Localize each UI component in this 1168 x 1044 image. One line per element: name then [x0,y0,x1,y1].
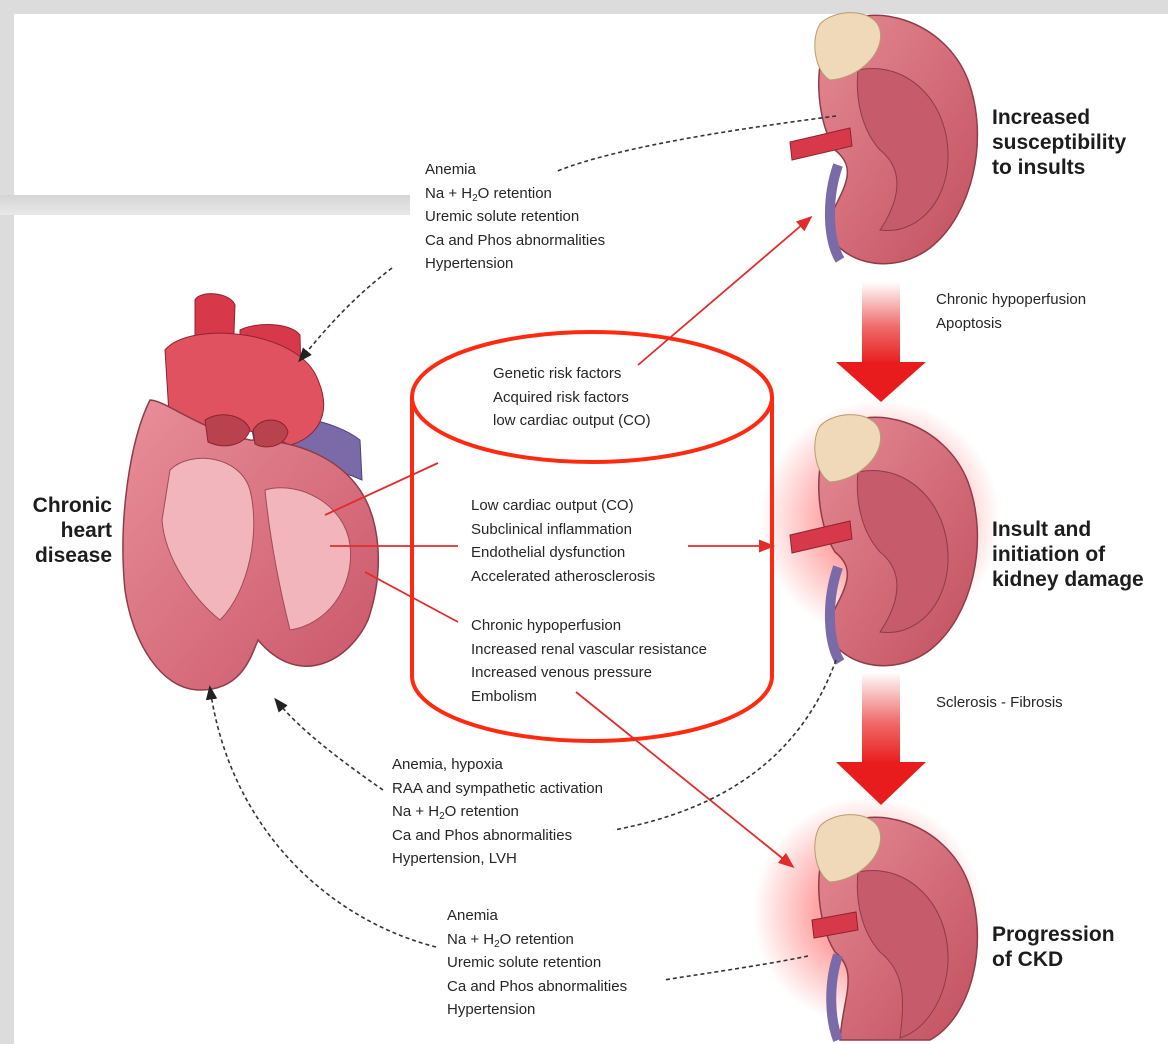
factor-list-cylinder-middle: Low cardiac output (CO) Subclinical infl… [471,494,655,588]
arrow-to-kidney-bottom [576,692,792,866]
heart-label: Chronic heart disease [8,493,112,568]
kidney-top-label: Increased susceptibility to insults [992,105,1126,180]
factor-item: Hypertension [425,252,605,276]
factor-item: Ca and Phos abnormalities [392,824,603,848]
heart-label-line: heart [8,518,112,543]
factor-item: Accelerated atherosclerosis [471,565,655,589]
kidney-middle-label-line: Insult and [992,517,1144,542]
caption-line: Chronic hypoperfusion [936,288,1086,312]
factor-item: Na + H2O retention [425,182,605,206]
down-arrow-bottom [836,672,926,805]
factor-item: Ca and Phos abnormalities [447,975,627,999]
kidney-middle-label: Insult and initiation of kidney damage [992,517,1144,592]
factor-item: Anemia, hypoxia [392,753,603,777]
kidney-bottom-label-line: Progression [992,922,1115,947]
kidney-top-label-line: to insults [992,155,1126,180]
factor-list-cylinder-top: Genetic risk factors Acquired risk facto… [493,362,651,433]
sclerosis-caption: Sclerosis - Fibrosis [936,691,1063,715]
factor-item: Uremic solute retention [447,951,627,975]
caption-line: Apoptosis [936,312,1086,336]
kidney-bottom [753,797,983,1040]
kidney-middle-label-line: kidney damage [992,567,1144,592]
factor-item: Genetic risk factors [493,362,651,386]
dashed-arrow-to-heart [300,268,392,360]
heart-illustration [123,294,378,690]
factor-list-lower-middle: Anemia, hypoxia RAA and sympathetic acti… [392,753,603,871]
factor-item: RAA and sympathetic activation [392,777,603,801]
factor-item: Ca and Phos abnormalities [425,229,605,253]
factor-item: Subclinical inflammation [471,518,655,542]
factor-item: Hypertension [447,998,627,1022]
factor-item: Endothelial dysfunction [471,541,655,565]
dashed-arrow-to-heart [276,700,383,790]
factor-list-cylinder-bottom: Chronic hypoperfusion Increased renal va… [471,614,707,708]
caption-line: Sclerosis - Fibrosis [936,691,1063,715]
factor-item: Increased venous pressure [471,661,707,685]
factor-item: Anemia [425,158,605,182]
kidney-middle-label-line: initiation of [992,542,1144,567]
kidney-bottom-label: Progression of CKD [992,922,1115,972]
factor-item: low cardiac output (CO) [493,409,651,433]
factor-item: Low cardiac output (CO) [471,494,655,518]
factor-item: Na + H2O retention [447,928,627,952]
factor-list-bottom: Anemia Na + H2O retention Uremic solute … [447,904,627,1022]
kidney-top [790,13,977,264]
factor-item: Acquired risk factors [493,386,651,410]
factor-item: Hypertension, LVH [392,847,603,871]
heart-label-line: Chronic [8,493,112,518]
heart-label-line: disease [8,543,112,568]
factor-item: Increased renal vascular resistance [471,638,707,662]
factor-item: Uremic solute retention [425,205,605,229]
arrow-to-kidney-top [638,218,810,365]
factor-item: Na + H2O retention [392,800,603,824]
kidney-top-label-line: Increased [992,105,1126,130]
kidney-middle [760,400,1000,666]
factor-list-top-left: Anemia Na + H2O retention Uremic solute … [425,158,605,276]
kidney-top-label-line: susceptibility [992,130,1126,155]
kidney-bottom-label-line: of CKD [992,947,1115,972]
down-arrow-top [836,282,926,402]
chronic-hypoperfusion-caption: Chronic hypoperfusion Apoptosis [936,288,1086,335]
factor-item: Chronic hypoperfusion [471,614,707,638]
factor-item: Anemia [447,904,627,928]
factor-item: Embolism [471,685,707,709]
